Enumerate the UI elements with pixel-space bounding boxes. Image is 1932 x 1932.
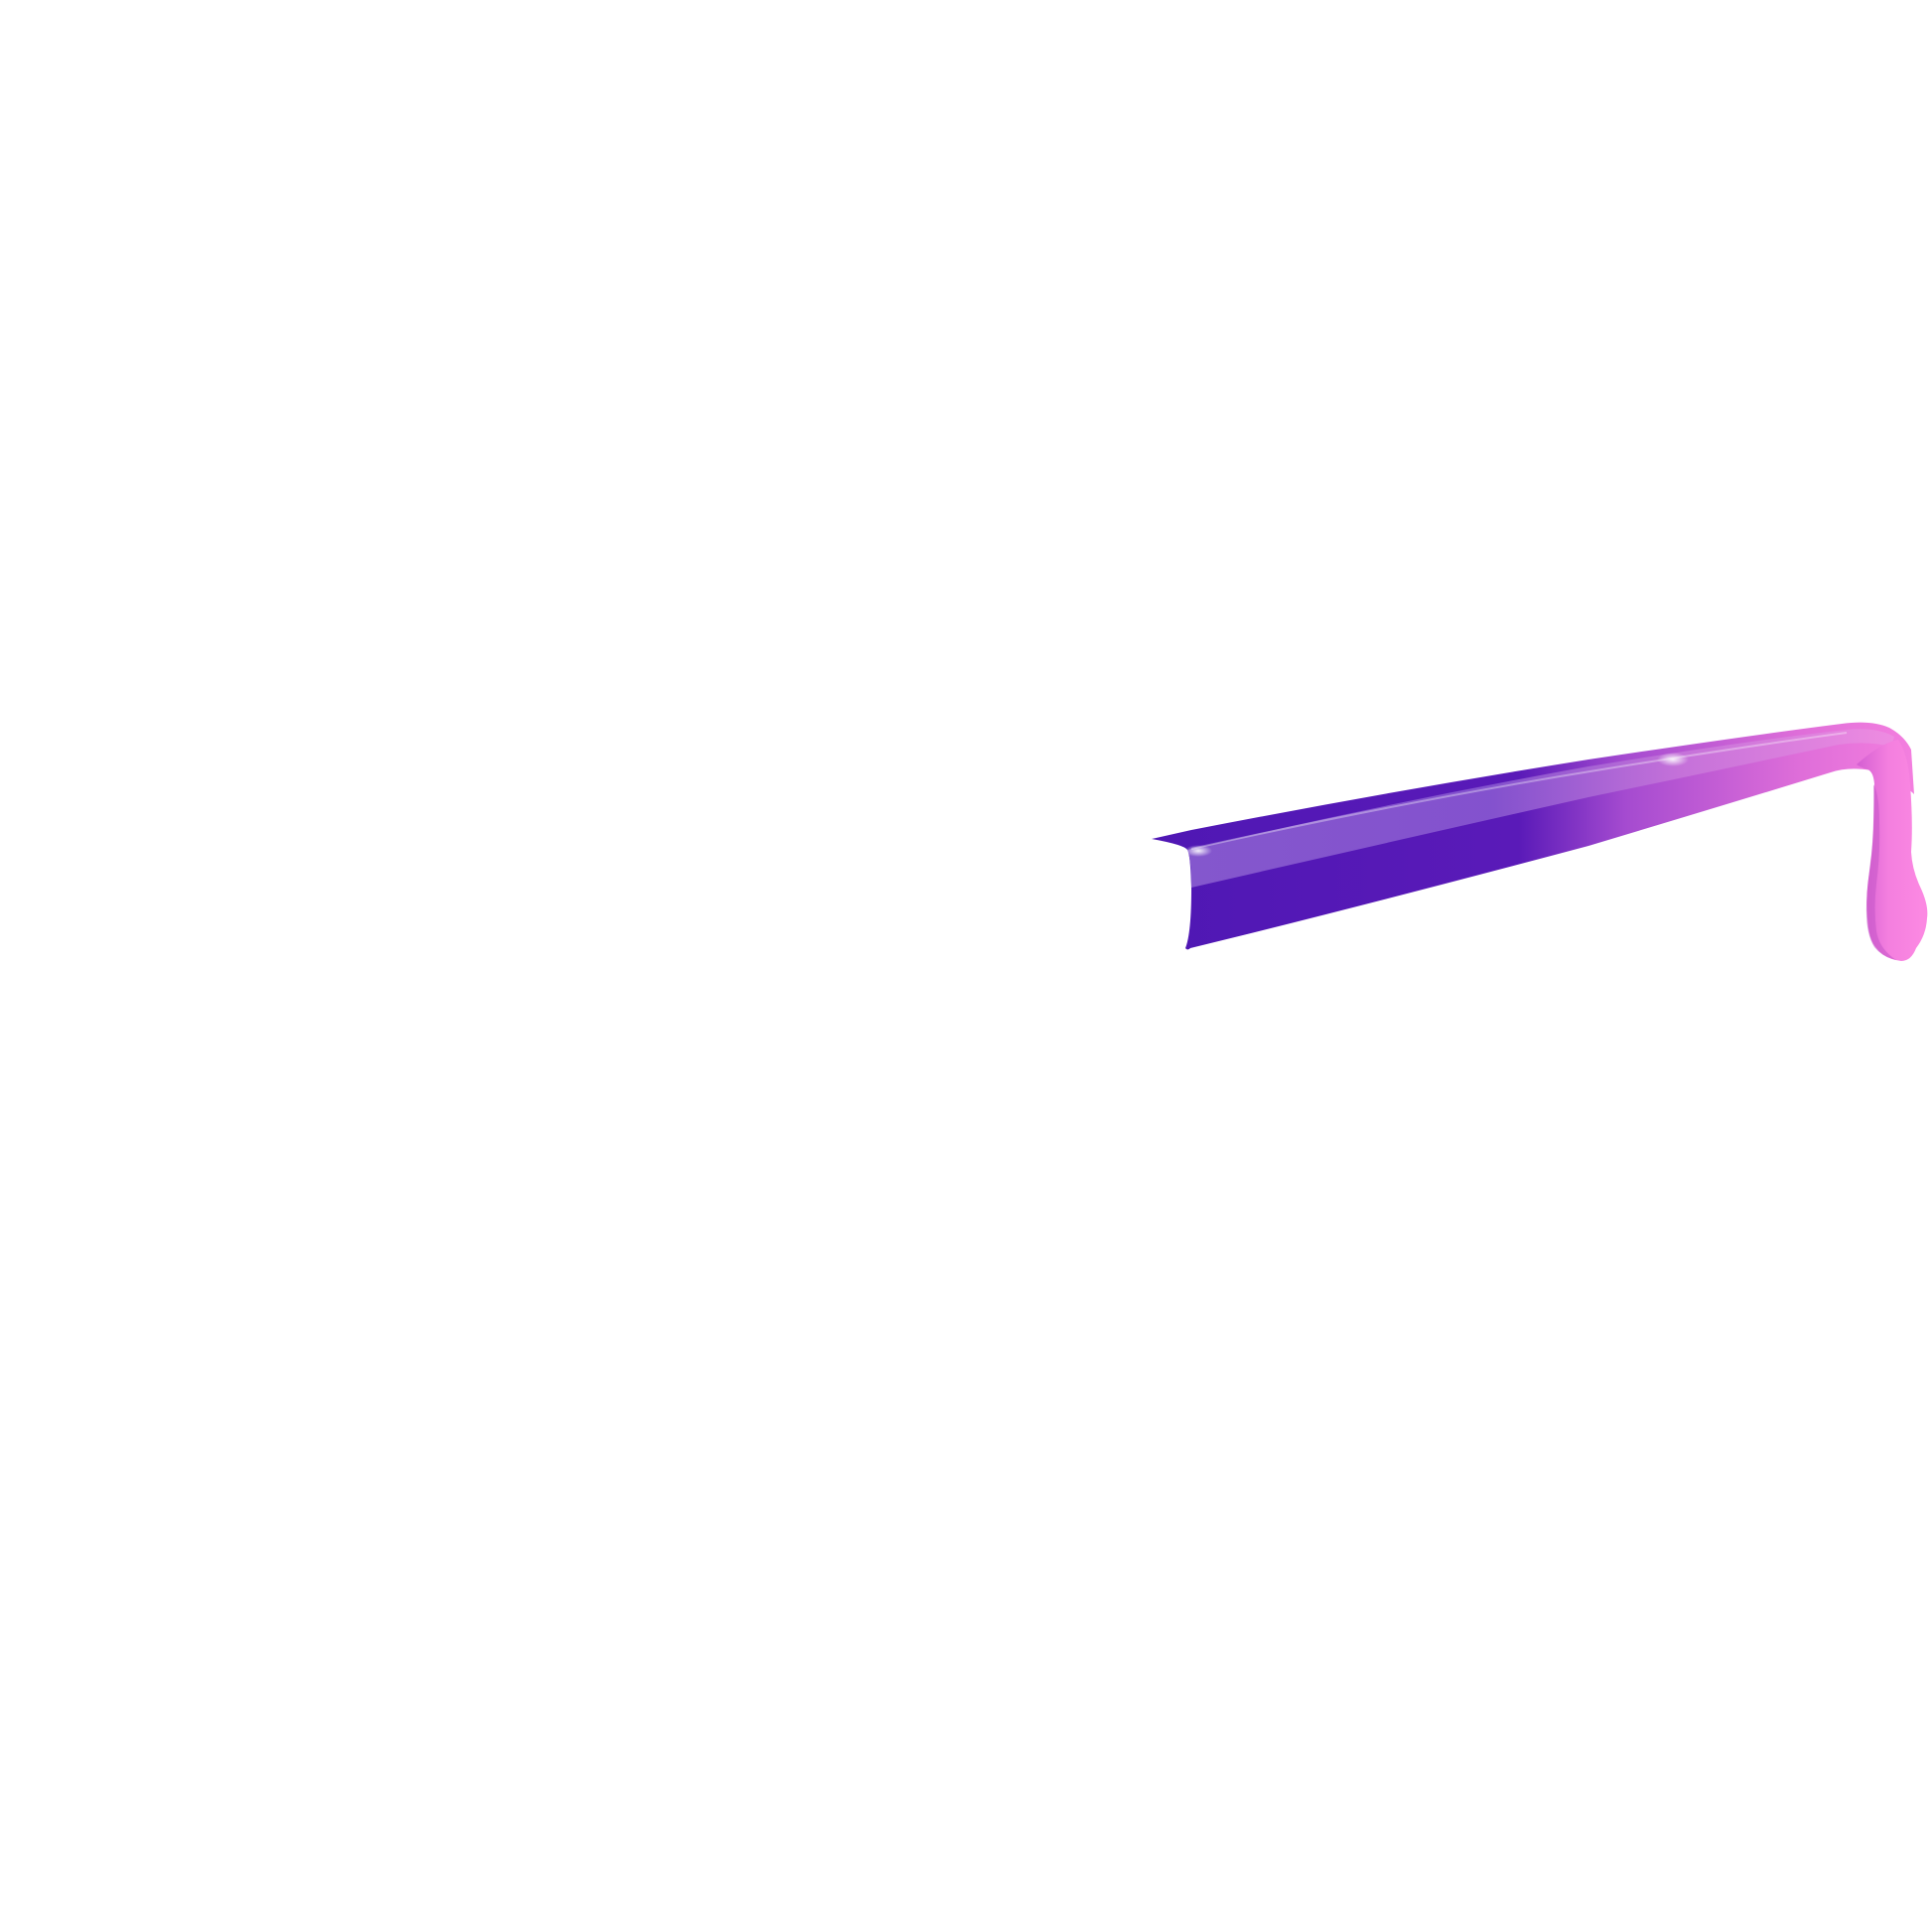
temple-hook <box>1857 740 1928 961</box>
temple-hook-shadow <box>1865 784 1896 960</box>
edge-highlight <box>1190 732 1848 850</box>
sparkle-left <box>1184 845 1212 857</box>
temple-arm-body <box>1152 722 1914 950</box>
temple-arm-top-face <box>1187 729 1894 888</box>
sparkle-right <box>1657 753 1689 766</box>
